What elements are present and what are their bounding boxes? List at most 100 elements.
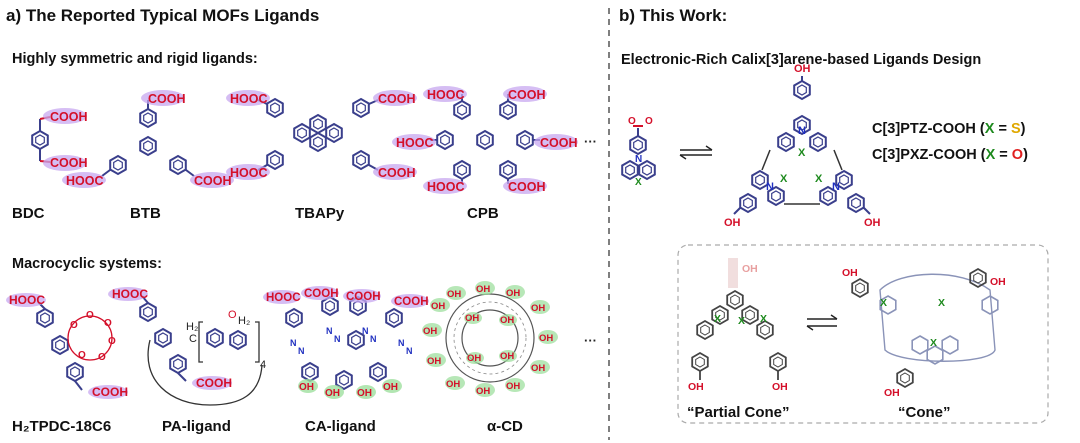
cooh-text: COOH bbox=[508, 180, 546, 194]
svg-text:OH: OH bbox=[423, 326, 437, 337]
acid-halos-row1 bbox=[43, 86, 578, 194]
svg-text:OH: OH bbox=[539, 333, 553, 344]
cooh-text: COOH bbox=[194, 174, 232, 188]
ca-ligand-nitrogens: NN NN NN NN bbox=[290, 326, 413, 356]
calixarene-structure bbox=[733, 76, 871, 215]
section-macrocyclic: Macrocyclic systems: bbox=[12, 256, 162, 272]
svg-text:X: X bbox=[880, 297, 887, 309]
svg-text:OH: OH bbox=[688, 381, 704, 393]
svg-text:O: O bbox=[104, 318, 112, 329]
alpha-cd-oh-halos bbox=[422, 281, 558, 397]
label-ca-ligand: CA-ligand bbox=[305, 418, 376, 435]
svg-text:OH: OH bbox=[383, 382, 398, 393]
hooc-text: HOOC bbox=[230, 166, 268, 180]
svg-text:OH: OH bbox=[864, 217, 881, 229]
cooh-text: COOH bbox=[196, 376, 232, 390]
btb-molecule bbox=[101, 100, 195, 177]
svg-text:OH: OH bbox=[299, 382, 314, 393]
pa-ligand-molecule bbox=[139, 295, 263, 406]
svg-text:O: O bbox=[78, 350, 86, 361]
svg-text:N: N bbox=[798, 125, 806, 137]
cooh-text: COOH bbox=[394, 296, 429, 308]
partial-cone-structure bbox=[691, 258, 787, 380]
formula-ptz-name: C[3]PTZ-COOH ( bbox=[872, 121, 985, 137]
svg-text:N: N bbox=[290, 338, 297, 348]
svg-text:N: N bbox=[635, 154, 642, 165]
svg-text:OH: OH bbox=[325, 388, 340, 399]
panel-a-title: a) The Reported Typical MOFs Ligands bbox=[6, 6, 320, 25]
crown-oxygens: OO OO OO bbox=[70, 310, 116, 363]
formula-pxz-end: ) bbox=[1023, 147, 1028, 163]
svg-text:O: O bbox=[628, 116, 636, 127]
formula-pxz-x: X bbox=[985, 147, 996, 163]
equilibrium-arrows bbox=[806, 314, 838, 331]
hooc-text: HOOC bbox=[112, 287, 148, 301]
svg-text:OH: OH bbox=[742, 263, 758, 275]
pa-c-left: C bbox=[189, 333, 197, 345]
label-btb: BTB bbox=[130, 205, 161, 222]
svg-text:X: X bbox=[780, 173, 788, 185]
h2tpdc-halos bbox=[6, 293, 128, 399]
formula-pxz-name: C[3]PXZ-COOH ( bbox=[872, 147, 986, 163]
formula-pxz: C[3]PXZ-COOH (X = O) bbox=[872, 147, 1028, 163]
pa-h2-right: H₂ bbox=[238, 315, 250, 327]
ca-ligand-oh-halos bbox=[298, 379, 402, 399]
panel-b-subtitle: Electronic-Rich Calix[3]arene-based Liga… bbox=[621, 52, 982, 68]
formula-ptz-s: S bbox=[1010, 121, 1021, 137]
reaction-arrows bbox=[679, 145, 713, 160]
svg-text:OH: OH bbox=[447, 289, 461, 300]
calixarene-labels: OH OH OH N N N X X X bbox=[724, 63, 881, 229]
svg-text:X: X bbox=[938, 297, 945, 309]
cone-labels: OH OH OH X X X bbox=[842, 267, 1006, 399]
ca-ligand-molecule bbox=[285, 296, 403, 390]
hooc-text: HOOC bbox=[9, 293, 45, 307]
acid-labels-row1: COOH COOH COOH HOOC COOH HOOC COOH HOOC … bbox=[50, 88, 578, 194]
label-alpha-cd: α-CD bbox=[487, 418, 523, 435]
cone-structure bbox=[851, 268, 999, 388]
hooc-text: HOOC bbox=[266, 292, 301, 304]
svg-text:OH: OH bbox=[531, 303, 545, 314]
partial-cone-labels: OH OH OH X X X bbox=[688, 263, 788, 393]
hooc-text: HOOC bbox=[66, 174, 104, 188]
cooh-text: COOH bbox=[540, 136, 578, 150]
svg-text:OH: OH bbox=[842, 267, 858, 279]
svg-text:OH: OH bbox=[794, 63, 811, 75]
svg-text:OH: OH bbox=[772, 381, 788, 393]
formula-ptz-end: ) bbox=[1020, 121, 1026, 137]
cooh-text: COOH bbox=[508, 88, 546, 102]
pa-ligand-text: H₂ C H₂ 4 O bbox=[186, 309, 266, 371]
ca-ligand-halos bbox=[263, 286, 429, 308]
formula-pxz-o: O bbox=[1011, 147, 1024, 163]
formula-ptz-x: X bbox=[984, 121, 995, 137]
pa-subscript: 4 bbox=[260, 359, 266, 371]
label-cpb: CPB bbox=[467, 205, 499, 222]
ca-ligand-acids: HOOC COOH COOH COOH bbox=[266, 288, 429, 308]
pa-h2-left: H₂ bbox=[186, 321, 198, 333]
cooh-text: COOH bbox=[92, 385, 128, 399]
svg-text:OH: OH bbox=[427, 356, 441, 367]
pa-ligand-halos bbox=[108, 287, 232, 390]
monomer-labels: O O N X bbox=[628, 116, 653, 188]
alpha-cd-molecule bbox=[445, 293, 535, 383]
svg-text:O: O bbox=[70, 320, 78, 331]
svg-text:OH: OH bbox=[446, 379, 460, 390]
svg-text:N: N bbox=[298, 346, 305, 356]
h2tpdc-labels: HOOC COOH bbox=[9, 293, 128, 399]
bdc-molecule bbox=[31, 116, 51, 163]
pa-ligand-acids: HOOC COOH bbox=[112, 287, 232, 390]
svg-text:OH: OH bbox=[476, 386, 490, 397]
label-tbapy: TBAPy bbox=[295, 205, 345, 222]
svg-text:X: X bbox=[714, 313, 721, 325]
svg-text:N: N bbox=[362, 326, 369, 336]
svg-text:OH: OH bbox=[884, 387, 900, 399]
cooh-text: COOH bbox=[304, 288, 339, 300]
svg-text:X: X bbox=[738, 315, 745, 327]
svg-text:OH: OH bbox=[431, 301, 445, 312]
cpb-molecule bbox=[430, 94, 540, 184]
hooc-text: HOOC bbox=[427, 180, 465, 194]
ellipsis-row1: ··· bbox=[584, 134, 597, 149]
svg-text:X: X bbox=[798, 147, 806, 159]
svg-text:OH: OH bbox=[531, 363, 545, 374]
pa-oxygen: O bbox=[228, 309, 237, 321]
